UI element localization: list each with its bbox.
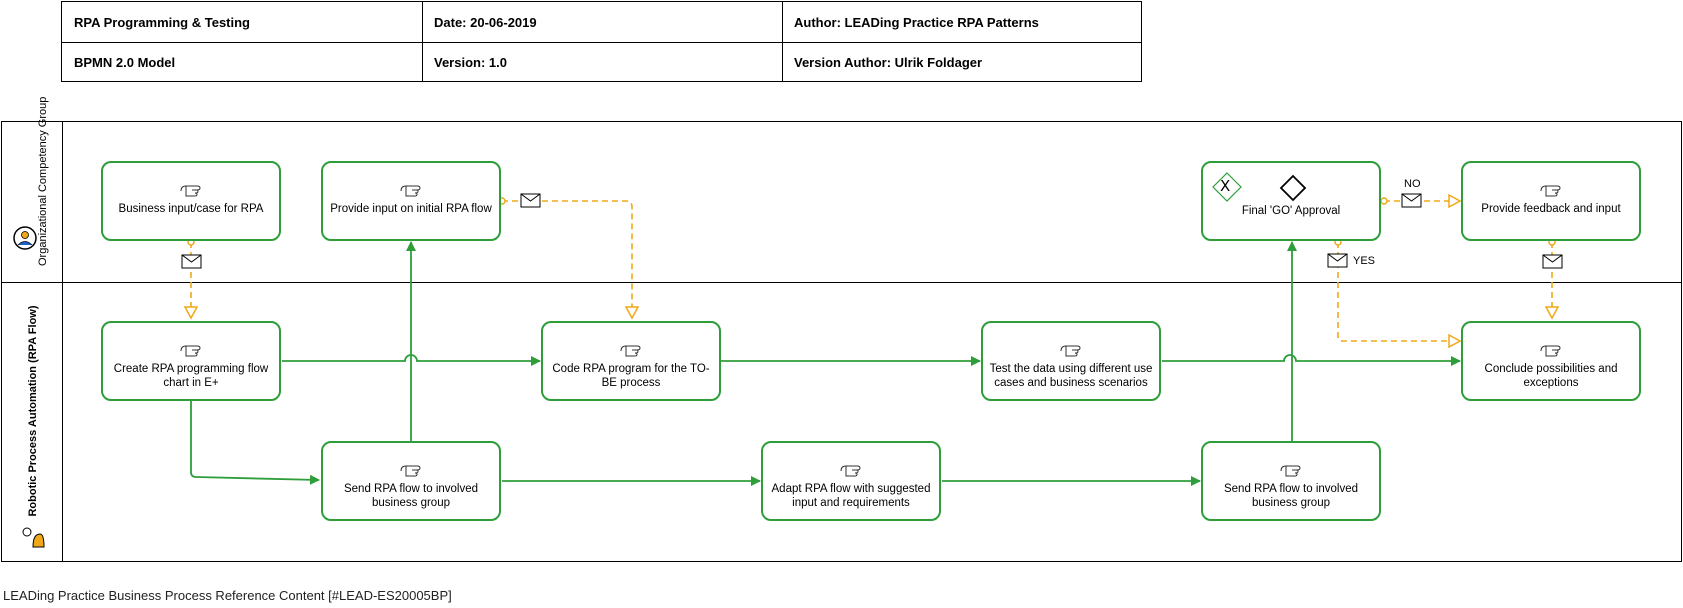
manual-task-icon (1540, 185, 1561, 197)
task-adapt-flow[interactable]: Adapt RPA flow with suggested input and … (761, 441, 941, 521)
envelope-icon (1401, 193, 1422, 208)
task-label: Final 'GO' Approval (1241, 205, 1341, 217)
group-icon (13, 226, 37, 250)
flow-create-to-send1 (190, 401, 320, 485)
task-label: Send RPA flow to involved business group (343, 483, 479, 509)
task-code-program[interactable]: Code RPA program for the TO-BE process (541, 321, 721, 401)
manual-task-icon (400, 185, 421, 197)
header-divider (62, 42, 1141, 43)
task-send-flow-2[interactable]: Send RPA flow to involved business group (1201, 441, 1381, 521)
manual-task-icon (620, 345, 641, 357)
task-label: Adapt RPA flow with suggested input and … (771, 483, 931, 509)
task-test-data[interactable]: Test the data using different use cases … (981, 321, 1161, 401)
manual-task-icon (1060, 345, 1081, 357)
manual-task-icon (180, 185, 201, 197)
manual-task-icon (1540, 345, 1561, 357)
task-final-go-approval[interactable]: X Final 'GO' Approval (1201, 161, 1381, 241)
task-business-input[interactable]: Business input/case for RPA (101, 161, 281, 241)
task-send-flow-1[interactable]: Send RPA flow to involved business group (321, 441, 501, 521)
lane-separator (2, 282, 1681, 283)
task-label: Provide input on initial RPA flow (330, 203, 492, 215)
header-version: Version: 1.0 (434, 54, 507, 70)
task-label: Provide feedback and input (1481, 203, 1621, 215)
envelope-icon (520, 193, 541, 208)
header-date: Date: 20-06-2019 (434, 14, 537, 30)
task-label: Send RPA flow to involved business group (1223, 483, 1359, 509)
task-label: Test the data using different use cases … (989, 363, 1153, 389)
manual-task-icon (1280, 465, 1301, 477)
envelope-icon (1542, 254, 1563, 269)
task-provide-input[interactable]: Provide input on initial RPA flow (321, 161, 501, 241)
task-conclude[interactable]: Conclude possibilities and exceptions (1461, 321, 1641, 401)
msg-provide-to-code (502, 201, 632, 318)
header-title: RPA Programming & Testing (74, 14, 250, 30)
task-label: Create RPA programming flow chart in E+ (113, 363, 269, 389)
envelope-icon (181, 254, 202, 269)
manual-task-icon (180, 345, 201, 357)
envelope-icon (1327, 253, 1348, 268)
gateway-exclusive-icon (1212, 172, 1242, 202)
envelope-icons (181, 193, 1563, 269)
footer-reference: LEADing Practice Business Process Refere… (3, 588, 452, 603)
manual-task-icon (400, 465, 421, 477)
header-version-author: Version Author: Ulrik Foldager (794, 54, 983, 70)
manual-task-icon (840, 465, 861, 477)
flow-test-to-conclude (1162, 354, 1461, 366)
header-author: Author: LEADing Practice RPA Patterns (794, 14, 1039, 30)
robot-person-icon (22, 527, 45, 548)
header-divider (782, 2, 783, 81)
msg-final-to-conclude (1338, 242, 1460, 341)
lane-header-divider (62, 122, 63, 561)
edge-label-yes: YES (1353, 255, 1376, 267)
task-label: Conclude possibilities and exceptions (1484, 363, 1618, 389)
header-model: BPMN 2.0 Model (74, 54, 176, 70)
task-create-chart[interactable]: Create RPA programming flow chart in E+ (101, 321, 281, 401)
task-provide-feedback[interactable]: Provide feedback and input (1461, 161, 1641, 241)
header-divider (422, 2, 423, 81)
edge-label-no: NO (1404, 178, 1421, 190)
gateway-icons (1212, 172, 1307, 202)
task-label: Business input/case for RPA (118, 203, 264, 215)
task-label: Code RPA program for the TO-BE process (552, 363, 710, 389)
gateway-marker: X (1220, 177, 1231, 195)
header-table: RPA Programming & Testing Date: 20-06-20… (61, 1, 1142, 82)
pool (1, 121, 1682, 562)
gateway-diamond-icon (1279, 174, 1307, 202)
